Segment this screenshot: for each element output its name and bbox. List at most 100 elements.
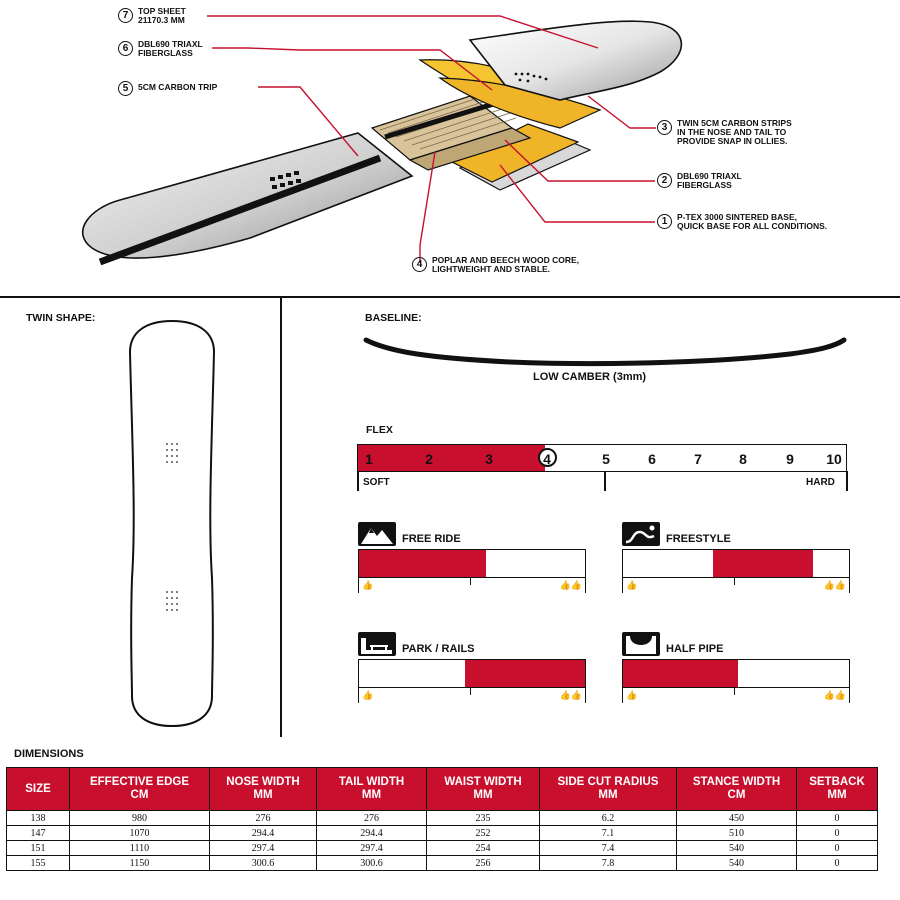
table-cell: 7.4 [539,840,677,856]
callout-carbon-trip: 5 5CM CARBON TRIP [118,80,217,96]
table-cell: 297.4 [209,840,317,856]
table-cell: 252 [426,825,540,841]
table-cell: 256 [426,855,540,871]
table-cell: 254 [426,840,540,856]
rating-half-pipe: HALF PIPE 👍 👍👍 [622,630,850,703]
table-cell: 510 [676,825,797,841]
rating-title: HALF PIPE [666,643,724,655]
thumbs-up-icon: 👍 [626,690,638,700]
flex-number-9: 9 [786,451,794,467]
callout-number: 1 [657,214,672,229]
flex-number-10: 10 [826,451,842,467]
two-thumbs-up-icon: 👍👍 [823,580,846,590]
table-cell: 155 [6,855,70,871]
wood-core [370,95,532,171]
table-cell: 980 [69,810,210,826]
rating-free-ride: FREE RIDE 👍 👍👍 [358,520,586,593]
flex-selected-marker [537,448,557,467]
baseline-label: BASELINE: [365,312,422,324]
flex-number-7: 7 [694,451,702,467]
column-divider [280,297,282,737]
half-pipe-icon [622,632,660,656]
two-thumbs-up-icon: 👍👍 [559,580,582,590]
table-cell: 294.4 [209,825,317,841]
callout-number: 6 [118,41,133,56]
construction-diagram [81,15,683,266]
callout-number: 3 [657,120,672,135]
table-cell: 294.4 [316,825,427,841]
table-cell: 1150 [69,855,210,871]
board-left-half [81,132,414,266]
callout-wood-core: 4 POPLAR AND BEECH WOOD CORE,LIGHTWEIGHT… [412,256,579,274]
table-cell: 7.1 [539,825,677,841]
table-cell: 147 [6,825,70,841]
callout-number: 7 [118,8,133,23]
mountain-icon [358,522,396,546]
table-cell: 0 [796,855,878,871]
thumbs-up-icon: 👍 [362,580,374,590]
table-cell: 540 [676,855,797,871]
rating-bar [358,659,586,687]
table-cell: 138 [6,810,70,826]
flex-number-8: 8 [739,451,747,467]
camber-profile [363,337,847,367]
table-cell: 235 [426,810,540,826]
rating-bar [622,549,850,577]
table-cell: 7.8 [539,855,677,871]
table-cell: 300.6 [316,855,427,871]
rating-fill [359,550,486,577]
top-sheet [468,20,683,101]
park-rails-icon [358,632,396,656]
callout-number: 2 [657,173,672,188]
column-header: SIZE [6,767,70,811]
table-cell: 0 [796,840,878,856]
flex-number-6: 6 [648,451,656,467]
camber-type: LOW CAMBER (3mm) [533,371,647,383]
flex-soft-label: SOFT [363,477,390,488]
table-cell: 1110 [69,840,210,856]
table-cell: 276 [209,810,317,826]
flex-number-1: 1 [365,451,373,467]
table-cell: 300.6 [209,855,317,871]
flex-hard-label: HARD [806,477,835,488]
table-cell: 276 [316,810,427,826]
table-cell: 297.4 [316,840,427,856]
callout-base: 1 P-TEX 3000 SINTERED BASE,QUICK BASE FO… [657,213,827,231]
shape-label: TWIN SHAPE: [26,312,96,324]
flex-number-3: 3 [485,451,493,467]
two-thumbs-up-icon: 👍👍 [823,690,846,700]
rating-bar [358,549,586,577]
flex-fill [358,445,545,471]
section-divider [0,296,900,298]
rating-title: FREESTYLE [666,533,731,545]
thumbs-up-icon: 👍 [626,580,638,590]
top-sheet-inserts [514,72,548,83]
table-cell: 540 [676,840,797,856]
table-cell: 0 [796,810,878,826]
table-cell: 1070 [69,825,210,841]
table-cell: 450 [676,810,797,826]
thumbs-up-icon: 👍 [362,690,374,700]
table-cell: 6.2 [539,810,677,826]
rating-title: PARK / RAILS [402,643,475,655]
rating-fill [465,660,585,687]
rating-park-rails: PARK / RAILS 👍 👍👍 [358,630,586,703]
flex-number-5: 5 [602,451,610,467]
dimensions-title: DIMENSIONS [14,748,84,760]
table-cell: 0 [796,825,878,841]
rating-title: FREE RIDE [402,533,461,545]
flex-label: FLEX [366,424,393,436]
freestyle-icon [622,522,660,546]
